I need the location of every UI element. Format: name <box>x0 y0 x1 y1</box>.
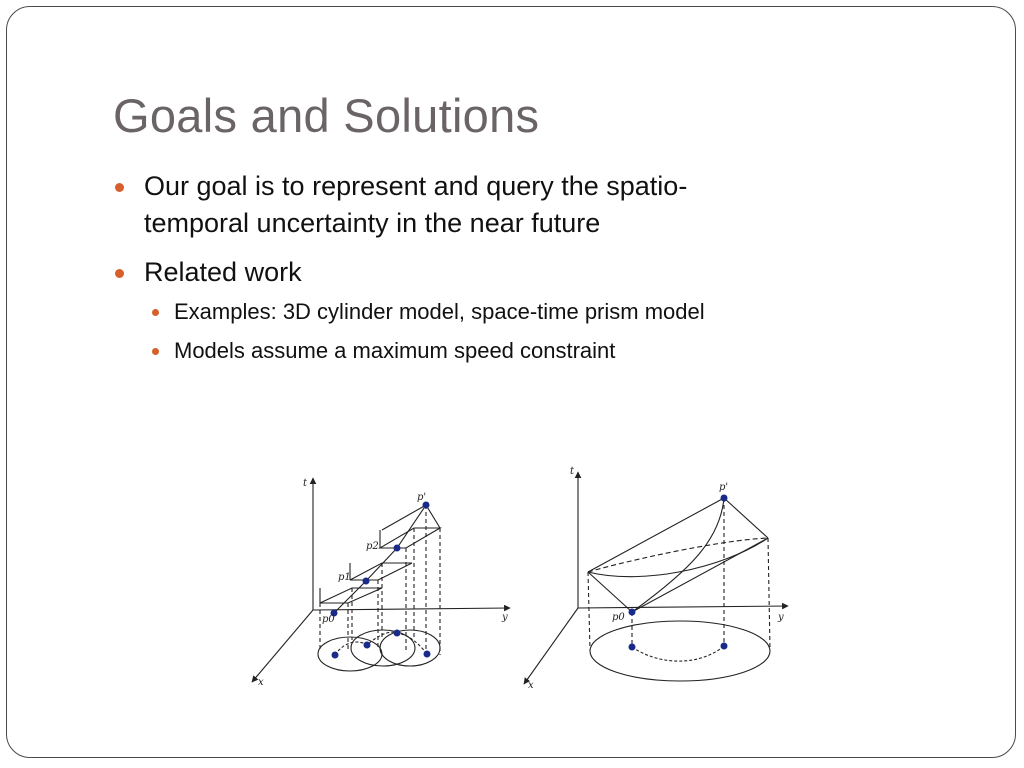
sub-bullet-dot-icon <box>152 348 159 355</box>
label-pprime: p' <box>719 482 728 493</box>
bullet-list: Our goal is to represent and query the s… <box>112 168 892 366</box>
sub-bullet-examples-text: Examples: 3D cylinder model, space-time … <box>174 299 705 324</box>
sub-bullet-examples: Examples: 3D cylinder model, space-time … <box>112 297 892 327</box>
slide-frame <box>6 6 1016 758</box>
label-p2: p2 <box>366 541 379 552</box>
label-t: t <box>303 478 308 489</box>
bullet-goal-line1: Our goal is to represent and query the s… <box>144 171 688 201</box>
bullet-goal: Our goal is to represent and query the s… <box>112 168 892 242</box>
bullet-related-work-text: Related work <box>144 257 302 287</box>
sub-bullet-dot-icon <box>152 309 159 316</box>
space-time-prism-figure: t y x p0 p' <box>523 466 789 691</box>
label-pprime: p' <box>417 492 426 503</box>
label-y: y <box>777 612 784 623</box>
bullet-goal-line2: temporal uncertainty in the near future <box>144 208 601 238</box>
sub-bullet-speed: Models assume a maximum speed constraint <box>112 336 892 366</box>
label-t: t <box>570 466 575 477</box>
x-axis <box>523 607 579 685</box>
bullet-dot-icon <box>115 269 124 278</box>
label-p0: p0 <box>612 612 625 623</box>
label-p0: p0 <box>322 614 335 625</box>
label-y: y <box>501 612 508 623</box>
bullet-dot-icon <box>115 183 124 192</box>
label-x: x <box>258 677 264 688</box>
y-axis <box>577 602 789 610</box>
x-axis <box>251 609 314 683</box>
label-x: x <box>528 680 534 691</box>
bullet-related-work: Related work <box>112 254 892 291</box>
cylinder-model-figure: t y x p0 p1 p2 p' <box>251 477 511 688</box>
label-p1: p1 <box>338 572 351 583</box>
sub-bullet-speed-text: Models assume a maximum speed constraint <box>174 338 616 363</box>
slide-title: Goals and Solutions <box>113 89 540 142</box>
y-axis <box>312 604 511 612</box>
